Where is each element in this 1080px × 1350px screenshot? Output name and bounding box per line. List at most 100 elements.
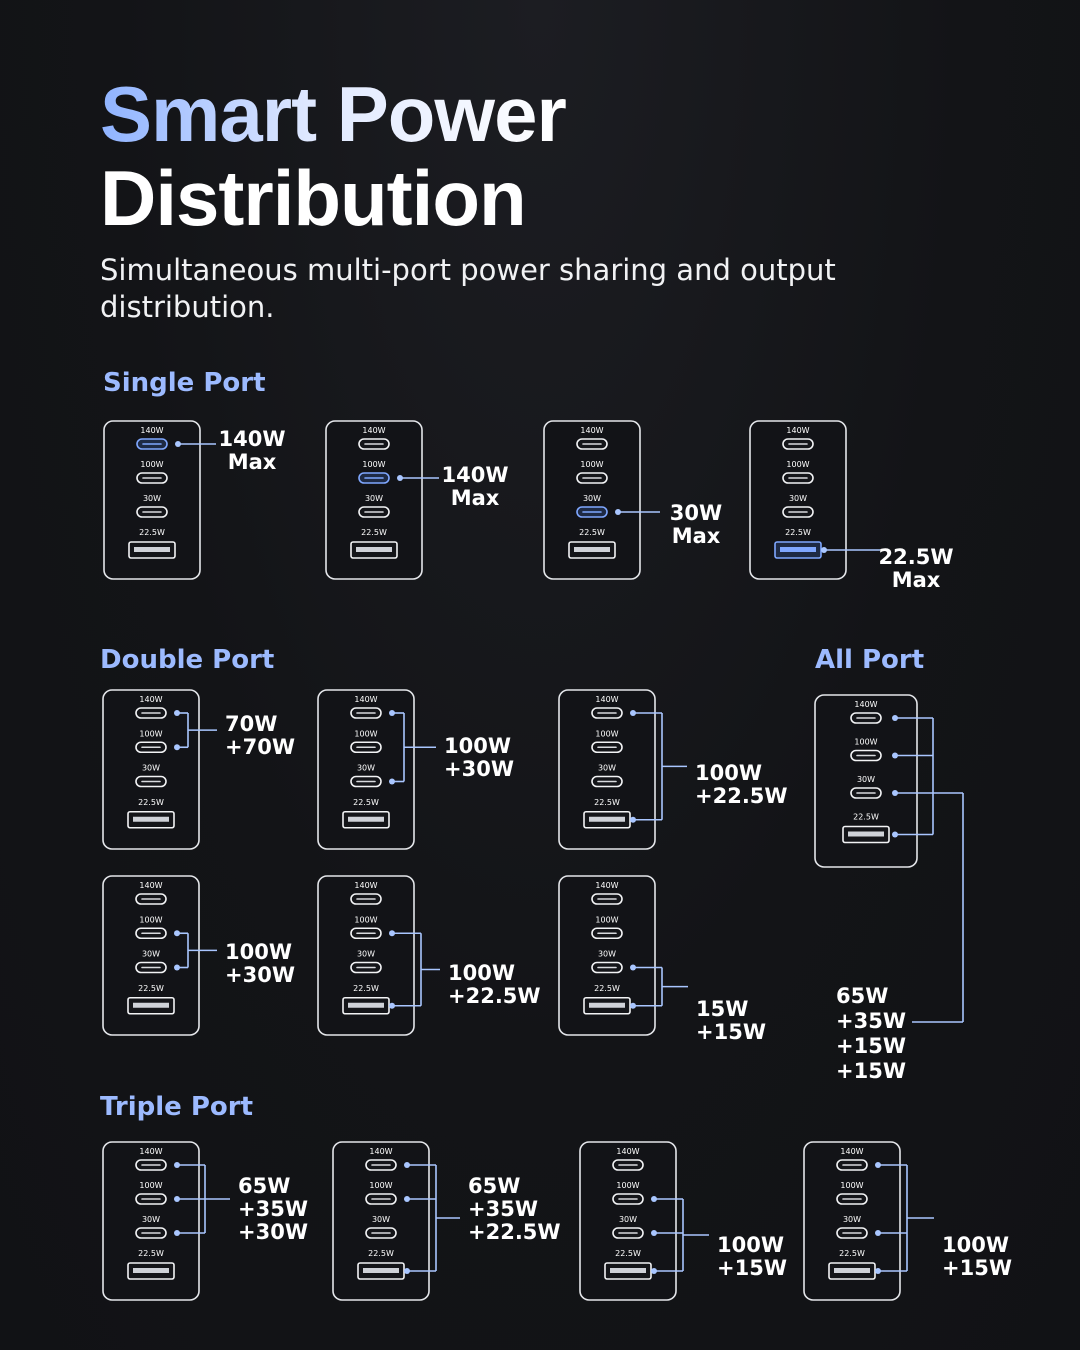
port-label: 100W: [616, 1181, 639, 1190]
port-label: 140W: [786, 426, 809, 435]
power-output-label: +15W: [717, 1256, 787, 1280]
port-label: 100W: [139, 729, 162, 738]
port-label: 30W: [143, 494, 161, 503]
power-output-label: Max: [892, 568, 941, 592]
port-label: 140W: [354, 695, 377, 704]
port-label: 22.5W: [368, 1249, 394, 1258]
usb-a-port-tongue: [348, 1002, 384, 1008]
power-output-label: 65W: [836, 984, 888, 1008]
usb-a-port-tongue: [848, 831, 884, 837]
power-output-label: 100W: [717, 1233, 784, 1257]
port-label: 30W: [142, 950, 160, 959]
port-label: 30W: [357, 950, 375, 959]
power-output-label: 100W: [695, 761, 762, 785]
charger-body: [317, 689, 415, 850]
power-output-label: +35W: [836, 1009, 906, 1033]
port-label: 100W: [854, 738, 877, 747]
power-output-label: Max: [672, 524, 721, 548]
port-label: 100W: [369, 1181, 392, 1190]
charger-body: [814, 694, 918, 868]
port-label: 22.5W: [579, 528, 605, 537]
power-output-label: +70W: [225, 735, 295, 759]
power-output-label: 100W: [942, 1233, 1009, 1257]
charger-body: [558, 689, 656, 850]
port-label: 140W: [139, 881, 162, 890]
charger-body: [579, 1141, 677, 1301]
usb-a-port-tongue: [589, 1002, 625, 1008]
port-label: 140W: [354, 881, 377, 890]
port-label: 140W: [840, 1147, 863, 1156]
port-label: 100W: [140, 460, 163, 469]
port-label: 30W: [142, 1215, 160, 1224]
port-label: 22.5W: [138, 984, 164, 993]
usb-a-port-tongue: [780, 547, 816, 552]
power-output-label: +22.5W: [695, 784, 788, 808]
charger-body: [543, 420, 641, 580]
usb-a-port-tongue: [133, 1002, 169, 1008]
power-output-label: +22.5W: [448, 984, 541, 1008]
port-label: 22.5W: [139, 528, 165, 537]
usb-a-port-tongue: [133, 816, 169, 822]
port-label: 140W: [595, 695, 618, 704]
port-label: 30W: [857, 775, 875, 784]
power-output-label: +15W: [696, 1020, 766, 1044]
port-label: 22.5W: [839, 1249, 865, 1258]
power-output-label: Max: [451, 486, 500, 510]
port-label: 140W: [139, 1147, 162, 1156]
port-label: 30W: [365, 494, 383, 503]
power-output-label: +15W: [836, 1059, 906, 1083]
port-label: 30W: [583, 494, 601, 503]
charger-body: [102, 1141, 200, 1301]
charger-body: [803, 1141, 901, 1301]
port-label: 22.5W: [361, 528, 387, 537]
port-label: 22.5W: [594, 798, 620, 807]
charger-body: [558, 875, 656, 1036]
usb-a-port-tongue: [363, 1268, 399, 1273]
section-double-port: Double Port: [100, 645, 275, 675]
power-output-label: 22.5W: [879, 545, 954, 569]
port-label: 30W: [619, 1215, 637, 1224]
port-label: 140W: [139, 695, 162, 704]
usb-a-port-tongue: [348, 816, 384, 822]
charger-body: [102, 689, 200, 850]
port-label: 100W: [139, 1181, 162, 1190]
usb-a-port-tongue: [574, 547, 610, 552]
charger-body: [749, 420, 847, 580]
port-label: 100W: [840, 1181, 863, 1190]
port-label: 100W: [362, 460, 385, 469]
power-output-label: +30W: [225, 963, 295, 987]
port-label: 30W: [843, 1215, 861, 1224]
usb-a-port-tongue: [610, 1268, 646, 1273]
charger-body: [332, 1141, 430, 1301]
port-label: 30W: [142, 764, 160, 773]
power-output-label: 15W: [696, 997, 748, 1021]
power-output-label: +35W: [238, 1197, 308, 1221]
port-label: 30W: [357, 764, 375, 773]
port-label: 30W: [789, 494, 807, 503]
port-label: 100W: [595, 729, 618, 738]
port-label: 140W: [362, 426, 385, 435]
port-label: 140W: [595, 881, 618, 890]
port-label: 22.5W: [853, 813, 879, 822]
port-label: 22.5W: [615, 1249, 641, 1258]
usb-a-port-tongue: [589, 816, 625, 822]
power-output-label: 65W: [468, 1174, 520, 1198]
power-output-label: +30W: [444, 757, 514, 781]
power-output-label: 65W: [238, 1174, 290, 1198]
port-label: 140W: [369, 1147, 392, 1156]
port-label: 22.5W: [353, 984, 379, 993]
port-label: 30W: [372, 1215, 390, 1224]
power-output-label: 140W: [442, 463, 509, 487]
